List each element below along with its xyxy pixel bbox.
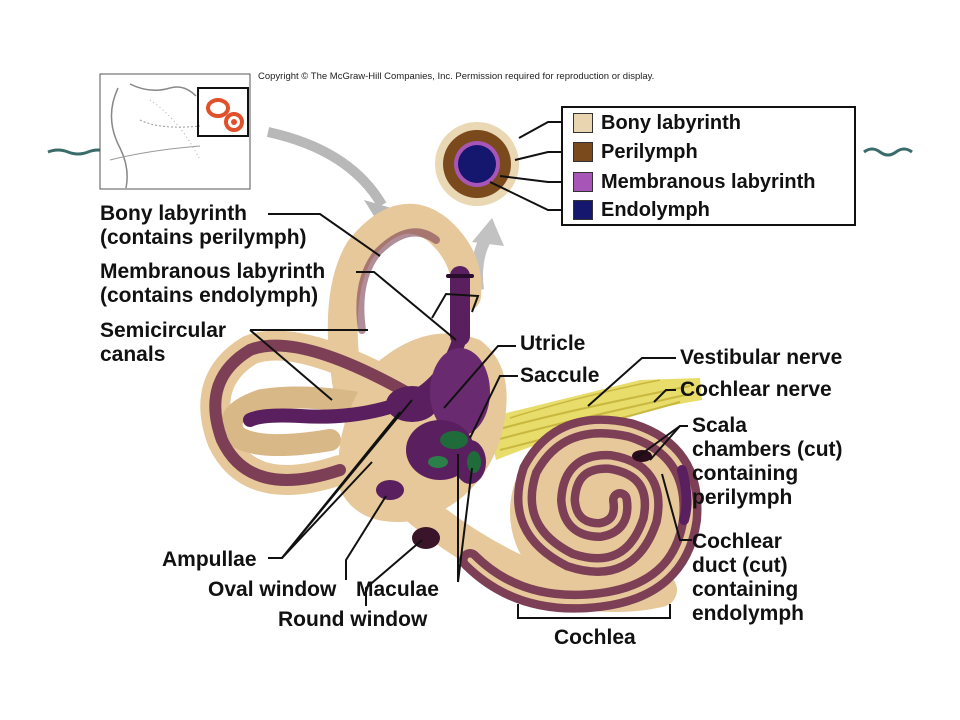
legend-swatch: [573, 200, 593, 220]
perilymph-tubes: [209, 228, 440, 486]
label-membranous-labyrinth: Membranous labyrinth (contains endolymph…: [100, 260, 326, 307]
ear-thumbnail: [99, 73, 251, 190]
legend-label: Endolymph: [601, 198, 710, 221]
copyright-notice: Copyright © The McGraw-Hill Companies, I…: [258, 71, 655, 82]
label-vestibular-nerve: Vestibular nerve: [680, 346, 843, 369]
legend-box: Bony labyrinth Perilymph Membranous laby…: [561, 106, 856, 226]
tube-cross-section: [435, 122, 519, 206]
oval-window-shape: [376, 480, 404, 500]
label-scala-chambers: Scala chambers (cut) containing perilymp…: [692, 414, 843, 509]
label-saccule: Saccule: [520, 364, 600, 387]
label-cochlear-nerve: Cochlear nerve: [680, 378, 832, 401]
legend-label: Membranous labyrinth: [601, 170, 816, 193]
right-wavy-line: [863, 147, 913, 157]
scala-cut-opening: [632, 450, 652, 462]
label-round-window: Round window: [278, 608, 428, 631]
label-bony-labyrinth: Bony labyrinth (contains perilymph): [100, 202, 307, 249]
label-ampullae: Ampullae: [162, 548, 257, 571]
legend-connectors: [489, 121, 561, 211]
legend-item-bony-labyrinth: Bony labyrinth: [573, 111, 741, 135]
label-cochlea: Cochlea: [554, 626, 636, 649]
legend-label: Perilymph: [601, 140, 698, 163]
left-wavy-line: [47, 148, 109, 156]
maculae-patches: [428, 431, 481, 473]
legend-label: Bony labyrinth: [601, 111, 742, 134]
cochlear-coil: [459, 415, 702, 613]
label-semicircular-canals: Semicircular canals: [100, 319, 227, 366]
label-maculae: Maculae: [356, 578, 439, 601]
legend-item-endolymph: Endolymph: [573, 198, 710, 222]
zoom-arrow: [266, 127, 387, 208]
leader-lines: [249, 213, 692, 619]
legend-swatch: [573, 142, 593, 162]
legend-swatch: [573, 172, 593, 192]
legend-item-perilymph: Perilymph: [573, 140, 698, 164]
label-cochlear-duct: Cochlear duct (cut) containing endolymph: [692, 530, 805, 625]
label-utricle: Utricle: [520, 332, 586, 355]
label-oval-window: Oval window: [208, 578, 337, 601]
legend-swatch: [573, 113, 593, 133]
legend-item-membranous-labyrinth: Membranous labyrinth: [573, 170, 815, 194]
